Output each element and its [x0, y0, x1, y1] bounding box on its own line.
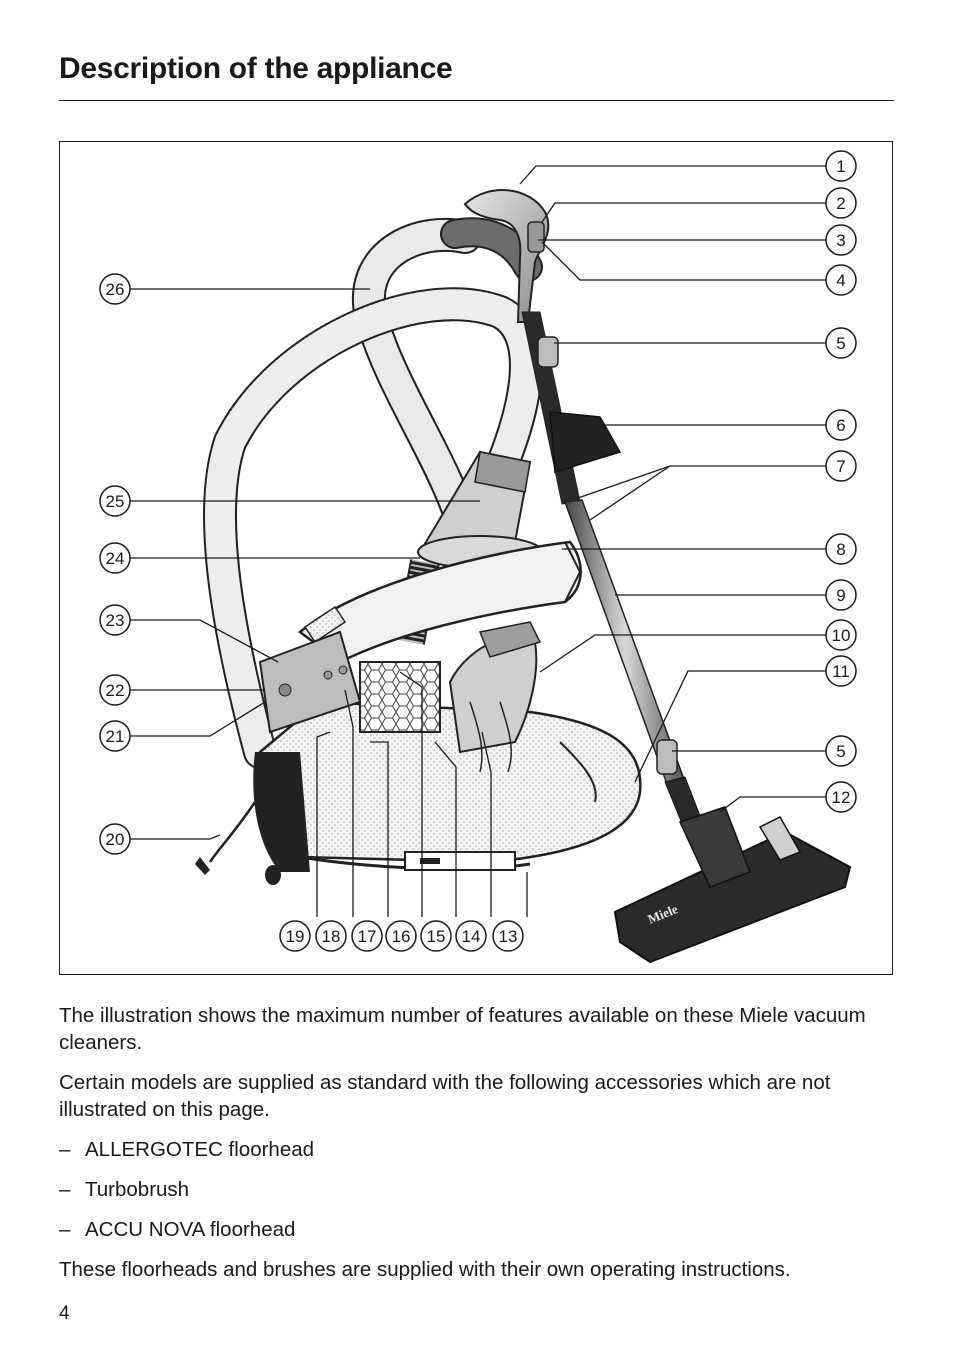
callout-7: 7	[825, 450, 857, 482]
callout-25: 25	[99, 485, 131, 517]
list-item: –ALLERGOTEC floorhead	[59, 1138, 315, 1161]
floorhead: Miele	[613, 806, 852, 964]
svg-text:5: 5	[836, 334, 845, 353]
telescopic-tube	[521, 311, 711, 849]
body-text: The illustration shows the maximum numbe…	[59, 1002, 899, 1296]
svg-text:11: 11	[832, 662, 850, 681]
svg-text:25: 25	[106, 492, 125, 511]
callout-26: 26	[99, 273, 131, 305]
callout-19: 19	[279, 920, 311, 952]
svg-text:17: 17	[358, 927, 377, 946]
intro-paragraph: The illustration shows the maximum numbe…	[59, 1004, 866, 1054]
svg-text:2: 2	[836, 194, 845, 213]
callout-leader-lines	[130, 165, 826, 917]
svg-text:7: 7	[836, 457, 845, 476]
callout-8: 8	[825, 533, 857, 565]
callout-2: 2	[825, 187, 857, 219]
svg-text:8: 8	[836, 540, 845, 559]
svg-text:12: 12	[832, 788, 851, 807]
callout-9: 9	[825, 579, 857, 611]
callout-4: 4	[825, 264, 857, 296]
svg-text:5: 5	[836, 742, 845, 761]
svg-text:20: 20	[106, 830, 125, 849]
vacuum-body	[253, 540, 642, 885]
list-item: –ACCU NOVA floorhead	[59, 1218, 296, 1241]
handle	[463, 189, 550, 323]
callout-16: 16	[385, 920, 417, 952]
callout-1: 1	[825, 150, 857, 182]
callout-20: 20	[99, 823, 131, 855]
callout-24: 24	[99, 542, 131, 574]
page-title: Description of the appliance	[59, 52, 453, 85]
callout-10: 10	[825, 619, 857, 651]
svg-text:22: 22	[106, 681, 125, 700]
svg-text:10: 10	[832, 626, 851, 645]
appliance-illustration: Miele	[59, 141, 893, 975]
callout-5-upper: 5	[825, 327, 857, 359]
svg-text:9: 9	[836, 586, 845, 605]
svg-text:6: 6	[836, 416, 845, 435]
svg-text:3: 3	[836, 231, 845, 250]
callout-15: 15	[420, 920, 452, 952]
svg-text:1: 1	[836, 157, 845, 176]
callout-3: 3	[825, 224, 857, 256]
callout-22: 22	[99, 674, 131, 706]
svg-text:26: 26	[106, 280, 125, 299]
accessories-list: –ALLERGOTEC floorhead –Turbobrush –ACCU …	[59, 1136, 899, 1243]
callout-17: 17	[351, 920, 383, 952]
svg-text:16: 16	[392, 927, 411, 946]
page-number: 4	[59, 1303, 70, 1324]
svg-text:13: 13	[499, 927, 518, 946]
callout-21: 21	[99, 720, 131, 752]
svg-text:19: 19	[286, 927, 305, 946]
callout-18: 18	[315, 920, 347, 952]
callout-11: 11	[825, 655, 857, 687]
power-cord	[195, 801, 257, 875]
svg-text:24: 24	[106, 549, 125, 568]
vacuum-cleaner-drawing: Miele	[99, 150, 857, 964]
callout-12: 12	[825, 781, 857, 813]
callout-markers: 1 2 3 4 5 6 7 8 9 10 11 5 12 13 14 15 16…	[99, 150, 857, 952]
svg-text:14: 14	[462, 927, 481, 946]
svg-text:23: 23	[106, 611, 125, 630]
svg-text:21: 21	[106, 727, 125, 746]
svg-text:18: 18	[322, 927, 341, 946]
list-item: –Turbobrush	[59, 1178, 190, 1201]
closing-paragraph: These floorheads and brushes are supplie…	[59, 1258, 791, 1281]
title-divider	[59, 100, 894, 101]
svg-text:15: 15	[427, 927, 446, 946]
callout-5-lower: 5	[825, 735, 857, 767]
callout-14: 14	[455, 920, 487, 952]
callout-23: 23	[99, 604, 131, 636]
callout-13: 13	[492, 920, 524, 952]
accessories-paragraph: Certain models are supplied as standard …	[59, 1071, 831, 1121]
svg-text:4: 4	[836, 271, 845, 290]
callout-6: 6	[825, 409, 857, 441]
